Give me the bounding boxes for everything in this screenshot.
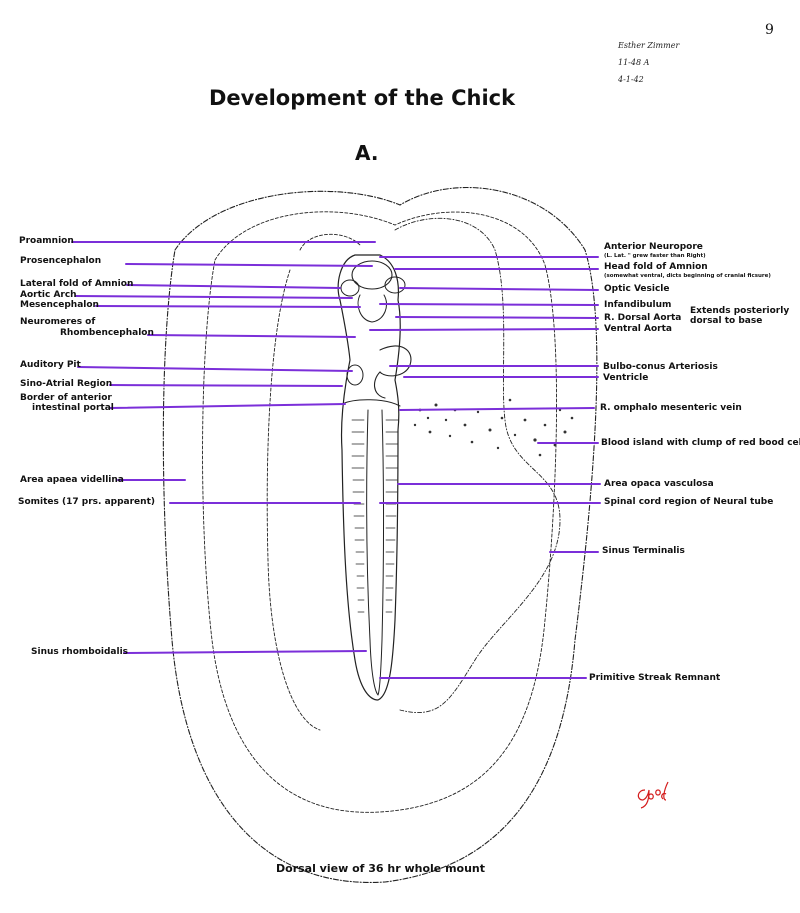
label-anterior-neuropore: Anterior Neuropore <box>604 242 703 252</box>
label-area-opaca: Area opaca vasculosa <box>604 479 714 489</box>
label-extends-1: Extends posteriorly <box>690 306 789 316</box>
label-primitive-streak: Primitive Streak Remnant <box>589 673 720 683</box>
author-note-date: 4-1-42 <box>618 75 644 84</box>
label-border-2: intestinal portal <box>32 403 114 413</box>
leader-infandibulum <box>380 304 598 305</box>
leader-aortic-arch <box>76 296 352 298</box>
leader-auditory-pit <box>78 367 352 371</box>
label-r-dorsal-aorta: R. Dorsal Aorta <box>604 313 681 323</box>
label-blood-island: Blood island with clump of red bood cell… <box>601 438 800 448</box>
leader-sinus-rhomboidalis <box>124 651 366 653</box>
label-sino-atrial: Sino-Atrial Region <box>20 379 112 389</box>
label-infandibulum: Infandibulum <box>604 300 671 310</box>
label-somites: Somites (17 prs. apparent) <box>18 497 155 507</box>
label-neuromeres-2: Rhombencephalon <box>60 328 154 338</box>
leader-ventral-aorta <box>370 329 598 330</box>
label-auditory-pit: Auditory Pit <box>20 360 81 370</box>
label-spinal-cord: Spinal cord region of Neural tube <box>604 497 773 507</box>
page-number: 9 <box>765 22 774 38</box>
leader-r-dorsal-aorta <box>396 317 598 318</box>
page-title: Development of the Chick <box>209 86 515 110</box>
outer-outline <box>163 188 597 883</box>
label-mesencephalon: Mesencephalon <box>20 300 99 310</box>
label-ventral-aorta: Ventral Aorta <box>604 324 672 334</box>
label-lateral-fold: Lateral fold of Amnion <box>20 279 133 289</box>
leader-optic-vesicle <box>400 288 598 290</box>
label-sinus-rhomboidalis: Sinus rhomboidalis <box>31 647 128 657</box>
leader-lines <box>72 242 600 678</box>
label-head-fold: Head fold of Amnion <box>604 262 708 272</box>
leader-mesencephalon <box>96 306 360 307</box>
neural-tube <box>367 410 384 695</box>
intestinal-portal <box>342 400 400 406</box>
area-opaca-outline <box>395 218 560 712</box>
label-ventricle: Ventricle <box>603 373 648 383</box>
leader-omphalo <box>400 408 594 410</box>
mesencephalon-shape <box>358 295 386 322</box>
label-head-fold-note: (somewhat ventral, dicts beginning of cr… <box>604 273 771 279</box>
label-neuromeres-1: Neuromeres of <box>20 317 95 327</box>
grade-mark <box>638 782 668 808</box>
leader-prosencephalon <box>126 264 372 266</box>
label-bulbo-conus: Bulbo-conus Arteriosis <box>603 362 718 372</box>
auditory-pit-shape <box>347 365 363 385</box>
leader-neuromeres <box>148 335 355 337</box>
area-pellucida-outline <box>267 234 360 730</box>
leader-sino-atrial <box>110 385 342 386</box>
label-area-apaea: Area apaea videllina <box>20 475 124 485</box>
optic-vesicle-shape <box>385 277 405 293</box>
label-aortic-arch: Aortic Arch <box>20 290 77 300</box>
panel-letter: A. <box>355 141 378 165</box>
author-note-code: 11-48 A <box>618 58 649 67</box>
label-prosencephalon: Prosencephalon <box>20 256 101 266</box>
figure-caption: Dorsal view of 36 hr whole mount <box>276 862 485 875</box>
blood-islands <box>414 399 574 457</box>
label-omphalo: R. omphalo mesenteric vein <box>600 403 742 413</box>
label-sinus-terminalis: Sinus Terminalis <box>602 546 685 556</box>
leader-border <box>110 404 345 408</box>
label-anterior-neuropore-note: (L. Lat. " grew faster than Right) <box>604 253 706 259</box>
heart-loop <box>375 346 411 398</box>
label-proamnion: Proamnion <box>19 236 74 246</box>
somites <box>352 420 398 612</box>
label-extends-2: dorsal to base <box>690 316 762 326</box>
label-border-1: Border of anterior <box>20 393 112 403</box>
optic-vesicle-left-shape <box>341 280 359 296</box>
label-optic-vesicle: Optic Vesicle <box>604 284 670 294</box>
author-note-name: Esther Zimmer <box>618 41 679 50</box>
leader-lateral-fold <box>127 285 340 288</box>
inner-ring <box>203 212 557 813</box>
